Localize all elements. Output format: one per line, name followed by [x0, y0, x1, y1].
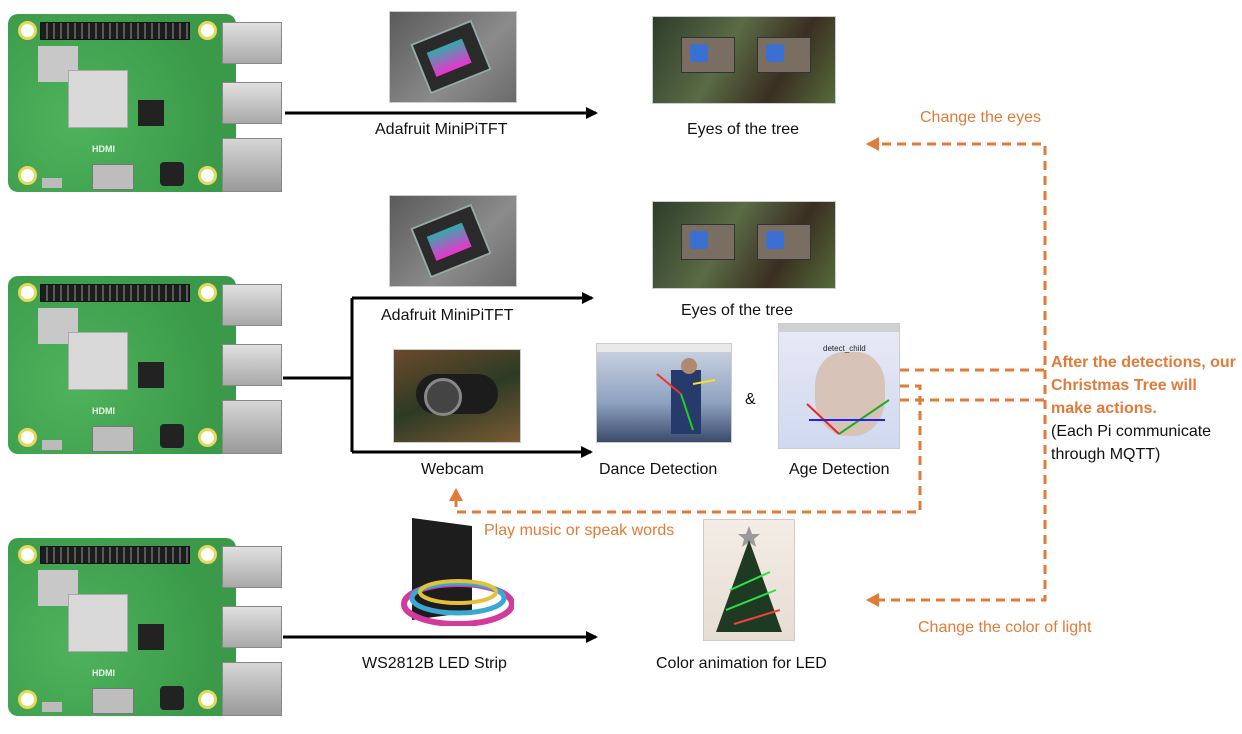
label-eyes-top: Eyes of the tree — [687, 121, 800, 138]
age-detection-photo: detect_child — [778, 323, 900, 449]
tree-eyes-photo-mid — [652, 201, 836, 289]
label-webcam: Webcam — [421, 461, 484, 478]
label-play-music: Play music or speak words — [484, 522, 675, 539]
feedback-play-music — [449, 384, 922, 514]
raspberry-pi-1: HDMI — [8, 14, 282, 192]
dance-detection-photo — [596, 343, 732, 443]
tree-eyes-photo-top — [652, 16, 836, 104]
label-dance: Dance Detection — [599, 461, 718, 478]
raspberry-pi-3: HDMI — [8, 538, 282, 716]
label-ampersand: & — [745, 391, 756, 408]
note-detail: (Each Pi communicate through MQTT) — [1051, 423, 1212, 463]
detections-note: After the detections, our Christmas Tree… — [1051, 351, 1241, 466]
age-overlay-text: detect_child — [823, 344, 866, 353]
minipitft-photo-mid — [389, 195, 517, 287]
led-strip-photo — [400, 516, 514, 626]
label-led-strip: WS2812B LED Strip — [362, 655, 507, 672]
raspberry-pi-2: HDMI — [8, 276, 282, 454]
label-eyes-mid: Eyes of the tree — [681, 302, 794, 319]
feedback-change-color — [866, 370, 1047, 607]
label-color-anim: Color animation for LED — [656, 655, 827, 672]
minipitft-photo-top — [389, 11, 517, 103]
christmas-tree-photo — [703, 519, 795, 641]
label-tft-top: Adafruit MiniPiTFT — [375, 121, 508, 138]
label-change-color: Change the color of light — [918, 619, 1092, 636]
note-highlight: After the detections, our Christmas Tree… — [1051, 354, 1236, 417]
label-change-eyes: Change the eyes — [920, 109, 1041, 126]
webcam-photo — [393, 349, 521, 443]
label-tft-mid: Adafruit MiniPiTFT — [381, 307, 514, 324]
feedback-change-eyes — [866, 137, 1047, 372]
label-age: Age Detection — [789, 461, 890, 478]
